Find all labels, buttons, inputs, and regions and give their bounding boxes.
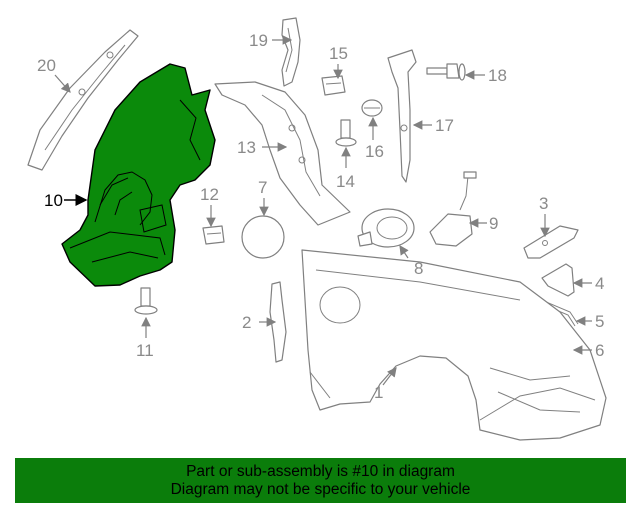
- callout-7: 7: [258, 178, 267, 197]
- part-3-bracket: [523, 225, 579, 259]
- part-15-clip: [321, 75, 346, 96]
- part-9-actuator: [429, 171, 477, 247]
- callout-12: 12: [200, 185, 219, 204]
- part-10-fender-liner: [61, 63, 216, 287]
- leader-lines: [54, 35, 592, 386]
- callout-5: 5: [595, 312, 604, 331]
- part-19-bracket: [281, 17, 301, 87]
- callout-4: 4: [595, 274, 604, 293]
- callout-15: 15: [329, 44, 348, 63]
- callout-11: 11: [136, 341, 154, 360]
- callout-6: 6: [595, 341, 604, 360]
- part-1-fender: [301, 249, 607, 441]
- part-16-cap: [361, 99, 383, 117]
- part-18-screw: [426, 63, 466, 81]
- callout-20: 20: [37, 56, 56, 75]
- callout-14: 14: [336, 172, 355, 191]
- notice-banner: Part or sub-assembly is #10 in diagram D…: [15, 458, 626, 503]
- callout-3: 3: [539, 194, 548, 213]
- part-20-seal-strip: [27, 29, 139, 171]
- callout-13: 13: [237, 138, 256, 157]
- part-17-bracket: [387, 49, 417, 183]
- callout-1: 1: [374, 383, 383, 402]
- callout-16: 16: [365, 142, 384, 161]
- part-4-bracket: [541, 263, 575, 297]
- part-12-clip: [202, 225, 225, 245]
- notice-line-1: Part or sub-assembly is #10 in diagram: [186, 463, 455, 480]
- part-8-fuel-door: [357, 208, 415, 248]
- callout-10: 10: [44, 191, 63, 210]
- callout-9: 9: [489, 214, 498, 233]
- part-14-bolt: [335, 119, 357, 147]
- callout-8: 8: [414, 259, 423, 278]
- callout-17: 17: [435, 116, 454, 135]
- part-13-arch-panel: [214, 81, 351, 226]
- part-11-bolt: [134, 287, 158, 315]
- callout-18: 18: [488, 66, 507, 85]
- part-7-plug: [241, 215, 285, 259]
- callout-19: 19: [249, 31, 268, 50]
- callout-labels: 20 19 15 13 14 16 17 18 10 12 7 8 9 3 4 …: [37, 31, 604, 402]
- callout-2: 2: [242, 313, 251, 332]
- notice-line-2: Diagram may not be specific to your vehi…: [170, 481, 471, 498]
